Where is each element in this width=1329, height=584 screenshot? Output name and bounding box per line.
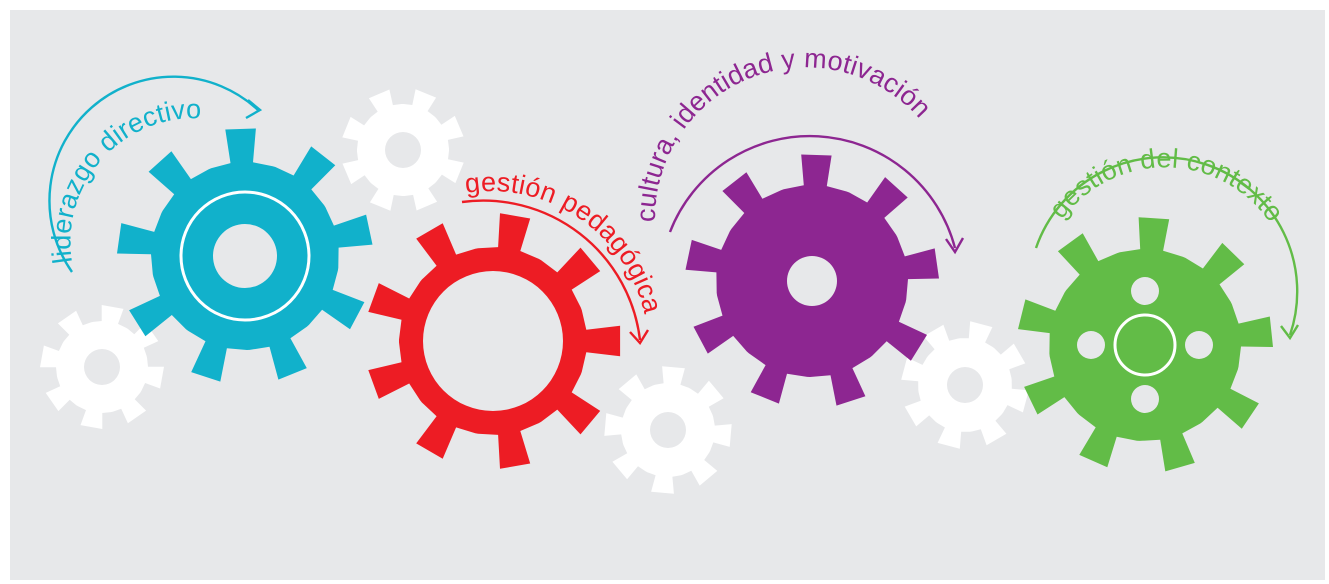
gear-icon-blue bbox=[117, 128, 373, 382]
curved-arrow-icon bbox=[1034, 156, 1299, 336]
arrow-head-icon bbox=[1280, 324, 1300, 341]
gear-ring bbox=[1113, 313, 1177, 377]
gear-icon-green bbox=[1018, 217, 1273, 472]
diagram-panel: liderazgo directivo gestión pedagógica c… bbox=[10, 10, 1325, 580]
arrow-head-icon bbox=[945, 237, 965, 255]
curved-arrow-icon bbox=[461, 199, 642, 341]
arrow-head-icon bbox=[245, 99, 263, 120]
white-gear-icon bbox=[342, 89, 464, 211]
gear-icon-red bbox=[368, 213, 621, 469]
curved-arrow-icon bbox=[668, 134, 957, 249]
white-gear-icon bbox=[40, 305, 164, 429]
curved-arrow-icon bbox=[48, 75, 259, 273]
arrow-head-icon bbox=[629, 329, 650, 345]
white-gear-icon bbox=[901, 321, 1029, 449]
white-gear-icon bbox=[604, 366, 732, 494]
gears-diagram: liderazgo directivo gestión pedagógica c… bbox=[10, 10, 1325, 580]
gear-ring bbox=[179, 190, 311, 322]
gear-icon-purple bbox=[685, 154, 939, 406]
